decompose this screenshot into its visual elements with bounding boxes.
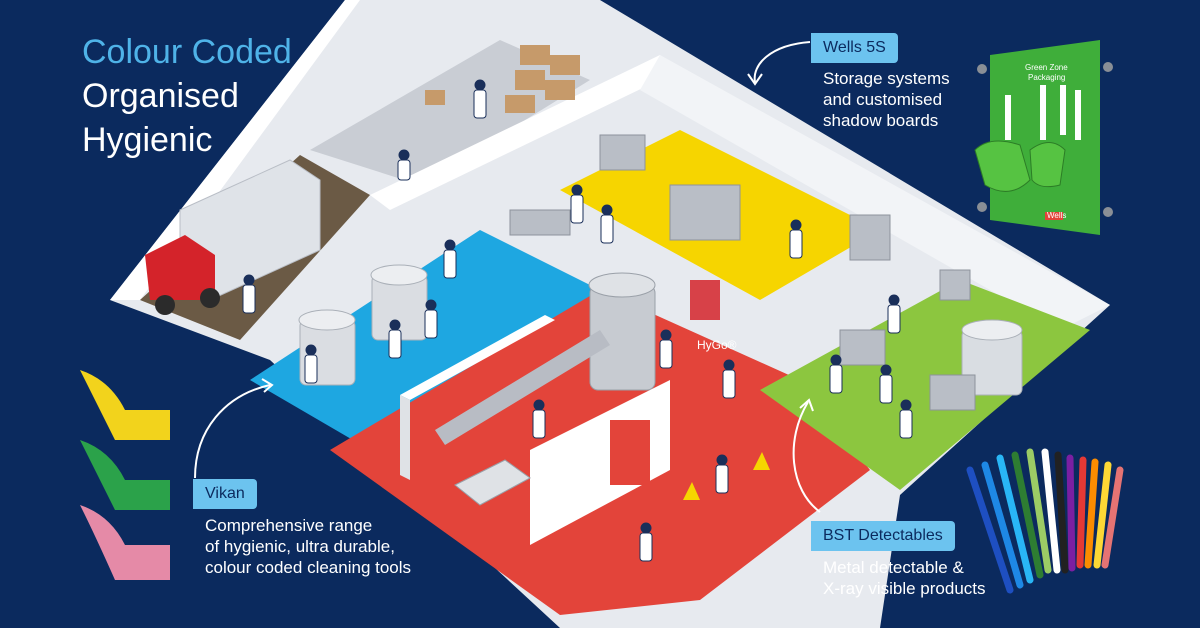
headline-line-3: Hygienic — [82, 121, 213, 159]
wells-desc-line-3: shadow boards — [823, 111, 939, 130]
bst-desc-line-2: X-ray visible products — [823, 579, 986, 598]
vikan-desc-line-3: colour coded cleaning tools — [205, 558, 412, 577]
bst-tag: BST Detectables — [811, 521, 955, 551]
trolley — [690, 280, 720, 320]
stacked-boxes — [425, 45, 580, 113]
arrow-icon — [194, 41, 821, 513]
zone-blue — [250, 230, 600, 450]
bst-description: Metal detectable & X-ray visible product… — [823, 557, 986, 599]
brush-icon — [80, 370, 170, 580]
vikan-tag: Vikan — [193, 479, 257, 509]
shadow-board-red — [610, 420, 650, 485]
hygo-label: HyGo® — [697, 338, 737, 352]
headline-line-1: Colour Coded — [82, 33, 292, 71]
vikan-desc-line-1: Comprehensive range — [205, 516, 373, 535]
headline-line-2: Organised — [82, 77, 239, 115]
pipe — [435, 330, 610, 445]
inner-wall-upper — [370, 55, 680, 210]
partition-front — [400, 395, 410, 480]
truck-icon — [145, 159, 321, 315]
shadow-board-brand: Wells — [1047, 211, 1067, 220]
pen-icon — [966, 448, 1124, 594]
wells-tag: Wells 5S — [811, 33, 898, 63]
worker-icon — [242, 79, 913, 562]
vikan-description: Comprehensive range of hygienic, ultra d… — [205, 515, 411, 578]
tank-icon — [298, 264, 1023, 396]
right-back-wall — [640, 55, 1110, 330]
partition-wall — [400, 315, 555, 400]
wet-floor-sign — [683, 482, 700, 500]
bst-desc-line-1: Metal detectable & — [823, 558, 964, 577]
headline: Colour Coded Organised Hygienic — [82, 30, 292, 162]
wall-left-upper — [110, 0, 360, 300]
shadow-board — [974, 40, 1113, 235]
shadow-board-title: Green Zone — [1025, 63, 1068, 72]
sink — [454, 459, 531, 506]
shadow-board-subtitle: Packaging — [1028, 73, 1066, 82]
wet-floor-sign — [753, 452, 770, 470]
wells-desc-line-2: and customised — [823, 90, 943, 109]
wells-desc-line-1: Storage systems — [823, 69, 950, 88]
machinery — [509, 134, 976, 411]
vikan-desc-line-2: of hygienic, ultra durable, — [205, 537, 395, 556]
wells-description: Storage systems and customised shadow bo… — [823, 68, 950, 131]
